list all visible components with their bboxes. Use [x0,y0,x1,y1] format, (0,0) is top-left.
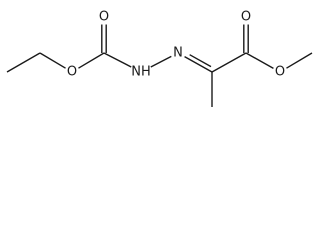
single-bond [39,52,66,69]
ester-carbonyl-oxygen-label: O [241,10,251,25]
structure-diagram: O O NH N O O [6,10,313,107]
carbonyl-oxygen-label: O [99,10,109,25]
single-bond [211,52,247,73]
single-bond [6,52,41,73]
bonds-layer [6,24,313,107]
imine-nitrogen-label: N [173,46,183,61]
single-bond [245,52,274,69]
ester-oxygen-label: O [67,65,77,80]
double-bond-line [184,56,213,73]
single-bond [150,55,172,68]
nh-label: NH [131,65,151,80]
atom-labels-layer: O O NH N O O [67,10,285,80]
single-bond [78,52,105,69]
single-bond [103,52,132,68]
methoxy-oxygen-label: O [275,65,285,80]
single-bond [286,52,313,69]
double-bond-line [189,54,212,68]
